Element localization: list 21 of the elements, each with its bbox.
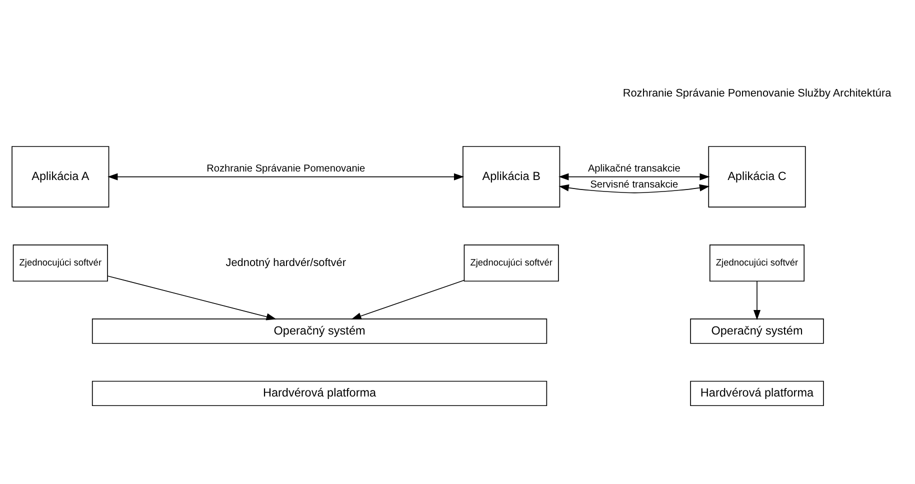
edge-label: Aplikačné transakcie (588, 163, 680, 174)
edge-label: Servisné transakcie (590, 179, 678, 190)
node-box: Zjednocujúci softvér (709, 244, 805, 282)
arrow (108, 173, 464, 180)
arrow (558, 184, 710, 194)
arrow (107, 276, 276, 320)
node-box: Zjednocujúci softvér (12, 244, 108, 282)
arrow (753, 280, 761, 320)
node-box: Zjednocujúci softvér (464, 244, 559, 282)
label: Jednotný hardvér/softvér (226, 256, 346, 269)
node-box: Aplikácia A (12, 146, 110, 208)
node-box: Aplikácia C (708, 146, 806, 208)
label: Rozhranie Správanie Pomenovanie Služby Architektúra (622, 87, 892, 100)
node-box: Hardvérová platforma (690, 380, 824, 406)
edge-label: Rozhranie Správanie Pomenovanie (206, 163, 366, 174)
node-box: Hardvérová platforma (92, 380, 548, 406)
node-box: Operačný systém (690, 318, 824, 344)
node-box: Aplikácia B (462, 146, 560, 208)
node-box: Operačný systém (92, 318, 548, 344)
arrow (558, 173, 710, 180)
arrow (351, 280, 465, 320)
